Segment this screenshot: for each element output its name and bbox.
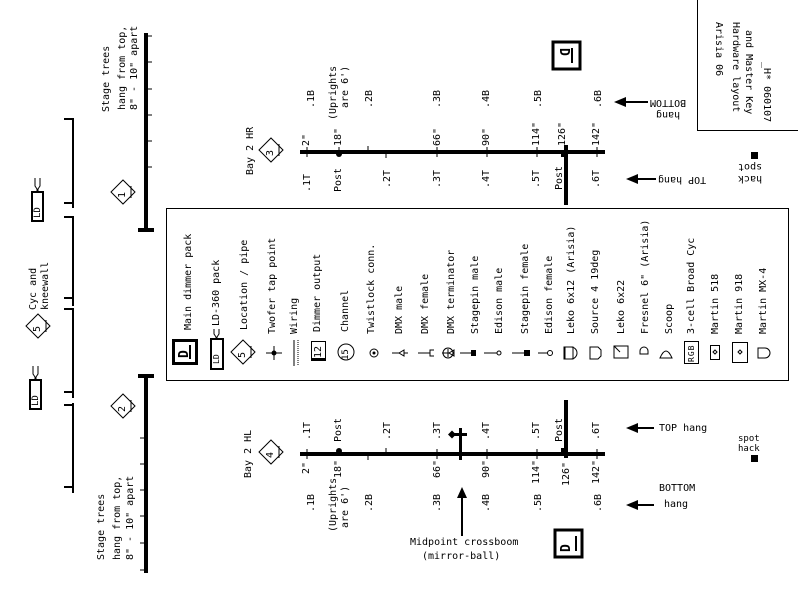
- location-diamond-3: [258, 137, 284, 163]
- twofer-tap-icon: [266, 346, 282, 360]
- title-block: [697, 0, 798, 131]
- legend-label: Source 4 19deg: [590, 249, 601, 334]
- spot-hack-marker-hr: [751, 152, 758, 159]
- legend-label: DMX female: [420, 273, 431, 334]
- leko-6x12-icon: [563, 346, 578, 360]
- hl-spot-hack-label: spot hack: [738, 434, 760, 454]
- stagepin-male-icon: [460, 350, 476, 356]
- pipe-bay2-hr: [300, 145, 605, 205]
- arrow-bottom-hang-hl: [626, 500, 654, 510]
- fresnel-icon: [639, 346, 649, 355]
- stagepin-female-icon: [512, 350, 530, 356]
- legend-label: 3-cell Broad Cyc: [686, 237, 697, 334]
- legend-label: Leko 6x22: [616, 279, 627, 334]
- spot-hack-marker-hl: [751, 455, 758, 462]
- legend-label: Leko 6x12 (Arisia): [566, 225, 577, 334]
- channel-circle-icon: [337, 343, 355, 361]
- main-dimmer-pack-hl: [553, 528, 584, 559]
- legend-label: Stagepin male: [470, 255, 481, 334]
- scoop-icon: [659, 350, 673, 359]
- pipe-bay2-hl: [300, 400, 605, 460]
- wiring-icon: [293, 340, 299, 366]
- dmx-male-icon: [392, 349, 408, 357]
- legend-label: Twistlock conn.: [366, 243, 377, 334]
- legend-label: DMX male: [394, 285, 405, 334]
- martin-mx4-icon: [757, 347, 771, 359]
- leko-6x22-icon: [613, 345, 629, 359]
- legend-label: Main dimmer pack: [183, 233, 194, 330]
- legend-label: DMX terminator: [446, 249, 457, 334]
- spot-word: spot: [738, 434, 760, 444]
- crossboom-label-1: Midpoint crossboom: [410, 537, 519, 548]
- crossboom-arrow: [457, 487, 467, 536]
- location-diamond-1: [110, 179, 136, 205]
- legend-glyph-dimmer-output: 12: [313, 345, 324, 358]
- twistlock-icon: [369, 348, 379, 358]
- legend-label: Channel: [340, 289, 351, 332]
- broad-cyc-icon: [684, 341, 699, 364]
- crossboom-label-2: (mirror-ball): [422, 551, 501, 562]
- hl-bottom-hang-label-1: BOTTOM: [659, 483, 696, 494]
- hl-top-hang-label: TOP hang: [659, 423, 708, 434]
- dmx-terminator-icon: [442, 347, 455, 359]
- cyc-kneewall-lines: [64, 118, 74, 493]
- dimmer-output-icon: [311, 341, 326, 361]
- hl-bottom-hang-label-2: hang: [664, 499, 689, 510]
- legend-frame: [166, 208, 789, 381]
- edison-female-icon: [538, 350, 553, 356]
- legend-label: Edison male: [494, 267, 505, 334]
- edison-male-icon: [484, 350, 502, 356]
- ld-pack-lower: [29, 366, 42, 410]
- source4-icon: [589, 346, 602, 360]
- arrow-top-hang-hl: [626, 423, 654, 433]
- legend-label: Twofer tap point: [267, 237, 278, 334]
- legend-label: Stagepin female: [520, 243, 531, 334]
- arrow-bottom-hang-hr: [614, 97, 648, 107]
- legend-label: Edison female: [544, 255, 555, 334]
- martin-918-icon: [732, 342, 748, 363]
- legend-label: Martin MX-4: [758, 267, 769, 334]
- legend-label: Fresnel 6" (Arisia): [640, 219, 651, 334]
- ld-pack-upper: [31, 178, 44, 222]
- dmx-female-icon: [418, 349, 434, 357]
- legend-label: Dimmer output: [312, 253, 323, 332]
- legend-label: Scoop: [664, 303, 675, 334]
- location-diamond-2: [110, 393, 136, 419]
- legend-label: LD-360 pack: [211, 259, 222, 326]
- stage-tree-bottom: [138, 374, 154, 573]
- legend-glyph-location: 5: [237, 351, 248, 358]
- legend-glyph-rgb: RGB: [687, 344, 696, 362]
- main-dimmer-pack-hr: [551, 40, 582, 71]
- location-diamond-4: [258, 439, 284, 465]
- hack-word: hack: [738, 444, 760, 454]
- legend-glyph-ld: LD: [212, 354, 221, 364]
- legend-label: Martin 918: [734, 273, 745, 334]
- legend-label: Wiring: [289, 297, 300, 334]
- location-diamond-icon: [230, 339, 256, 365]
- martin-518-icon: [710, 345, 720, 360]
- legend-glyph-channel: 15: [341, 349, 351, 360]
- legend-label: Location / pipe: [239, 239, 250, 330]
- main-dimmer-pack-icon: [172, 339, 198, 365]
- ld360-pack-icon: [210, 329, 224, 370]
- legend-glyph-dimmer: D: [177, 350, 192, 358]
- location-diamond-5: [25, 313, 51, 339]
- arrow-top-hang-hr: [626, 174, 656, 184]
- stage-tree-top: [138, 33, 154, 232]
- legend-label: Martin 518: [710, 273, 721, 334]
